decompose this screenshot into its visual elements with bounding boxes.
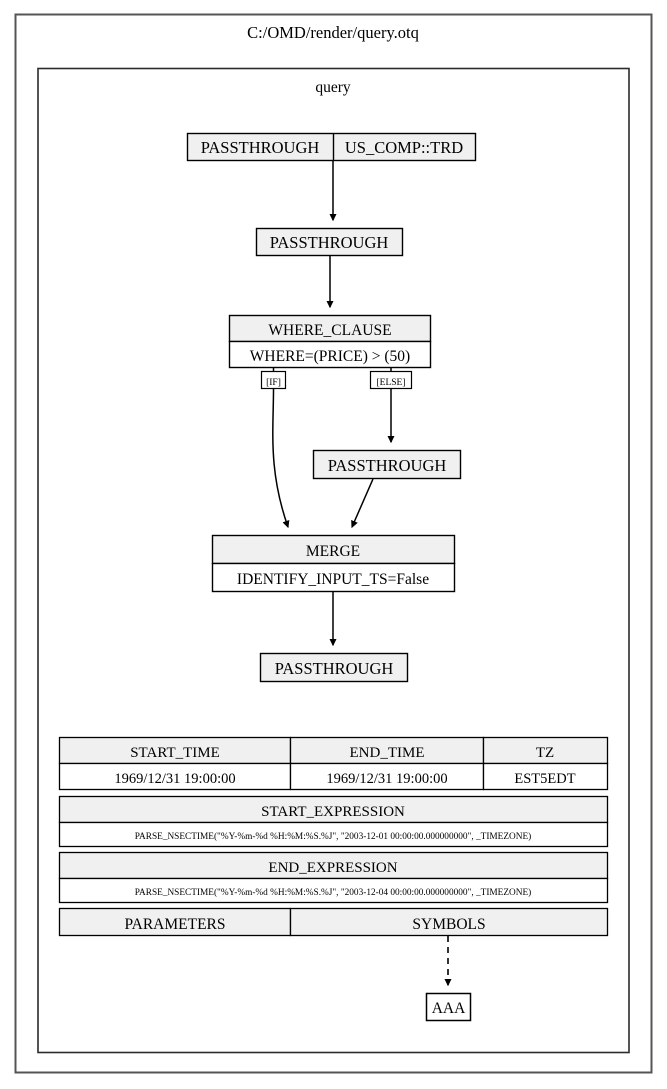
params-tz-value-text: EST5EDT — [514, 771, 575, 787]
params-end-time-value-text: 1969/12/31 19:00:00 — [326, 771, 447, 787]
cluster-label: query — [315, 79, 351, 96]
edge-label-if: [IF] — [260, 370, 287, 390]
cluster-query-frame — [37, 67, 630, 1054]
outer-frame — [14, 13, 653, 1074]
node-n4-label: PASSTHROUGH — [328, 456, 447, 475]
params-cell-end-time-value — [289, 762, 485, 791]
node-where-clause[interactable]: WHERE_CLAUSE WHERE=(PRICE) > (50) — [228, 314, 432, 369]
params-table: START_TIME END_TIME TZ 1969/12/31 19:00:… — [58, 736, 609, 937]
params-symbols-header-text: SYMBOLS — [412, 916, 485, 933]
params-start-time-value-text: 1969/12/31 19:00:00 — [114, 771, 235, 787]
params-cell-symbols-header[interactable] — [289, 907, 609, 937]
params-start-expression-header-text: START_EXPRESSION — [261, 804, 405, 820]
params-cell-end-expression-value — [58, 877, 609, 904]
node-merge[interactable]: MERGE IDENTIFY_INPUT_TS=False — [211, 534, 456, 593]
params-cell-start-expression-value — [58, 821, 609, 848]
params-start-time-header-text: START_TIME — [130, 745, 220, 761]
node-n1-label-right: US_COMP::TRD — [345, 138, 463, 157]
node-n5-body: IDENTIFY_INPUT_TS=False — [237, 571, 429, 588]
edge-label-else-text: [ELSE] — [376, 378, 405, 388]
node-n1-label-left: PASSTHROUGH — [201, 138, 320, 157]
params-parameters-header-text: PARAMETERS — [124, 916, 225, 933]
params-cell-end-expression-header — [58, 851, 609, 880]
node-n6-label: PASSTHROUGH — [275, 659, 394, 678]
node-n7-label: AAA — [432, 1000, 466, 1017]
edge-n3-n5-if — [272, 388, 290, 529]
node-passthrough-us-comp-trd[interactable]: PASSTHROUGH US_COMP::TRD — [186, 132, 477, 162]
edge-label-else: [ELSE] — [369, 370, 413, 390]
page-title: C:/OMD/render/query.otq — [247, 23, 419, 42]
params-cell-tz-value — [482, 762, 609, 791]
node-aaa[interactable]: AAA — [425, 992, 472, 1022]
params-end-time-header-text: END_TIME — [350, 745, 425, 761]
node-passthrough-final[interactable]: PASSTHROUGH — [259, 652, 409, 683]
edge-label-if-text: [IF] — [266, 378, 281, 388]
node-n3-body: WHERE=(PRICE) > (50) — [250, 348, 410, 365]
params-end-expression-header-text: END_EXPRESSION — [268, 860, 397, 876]
params-end-expression-value-text: PARSE_NSECTIME("%Y-%m-%d %H:%M:%S.%J", "… — [135, 887, 532, 898]
edge-n4-n5 — [351, 478, 374, 529]
node-n2-label: PASSTHROUGH — [270, 233, 389, 252]
node-n3-header: WHERE_CLAUSE — [268, 322, 391, 339]
node-n5-header: MERGE — [306, 543, 360, 560]
node-passthrough-else[interactable]: PASSTHROUGH — [312, 449, 462, 480]
params-start-expression-value-text: PARSE_NSECTIME("%Y-%m-%d %H:%M:%S.%J", "… — [135, 831, 532, 842]
node-passthrough-2[interactable]: PASSTHROUGH — [255, 227, 404, 257]
params-cell-parameters-header — [58, 907, 292, 937]
params-tz-header-text: TZ — [536, 745, 554, 761]
